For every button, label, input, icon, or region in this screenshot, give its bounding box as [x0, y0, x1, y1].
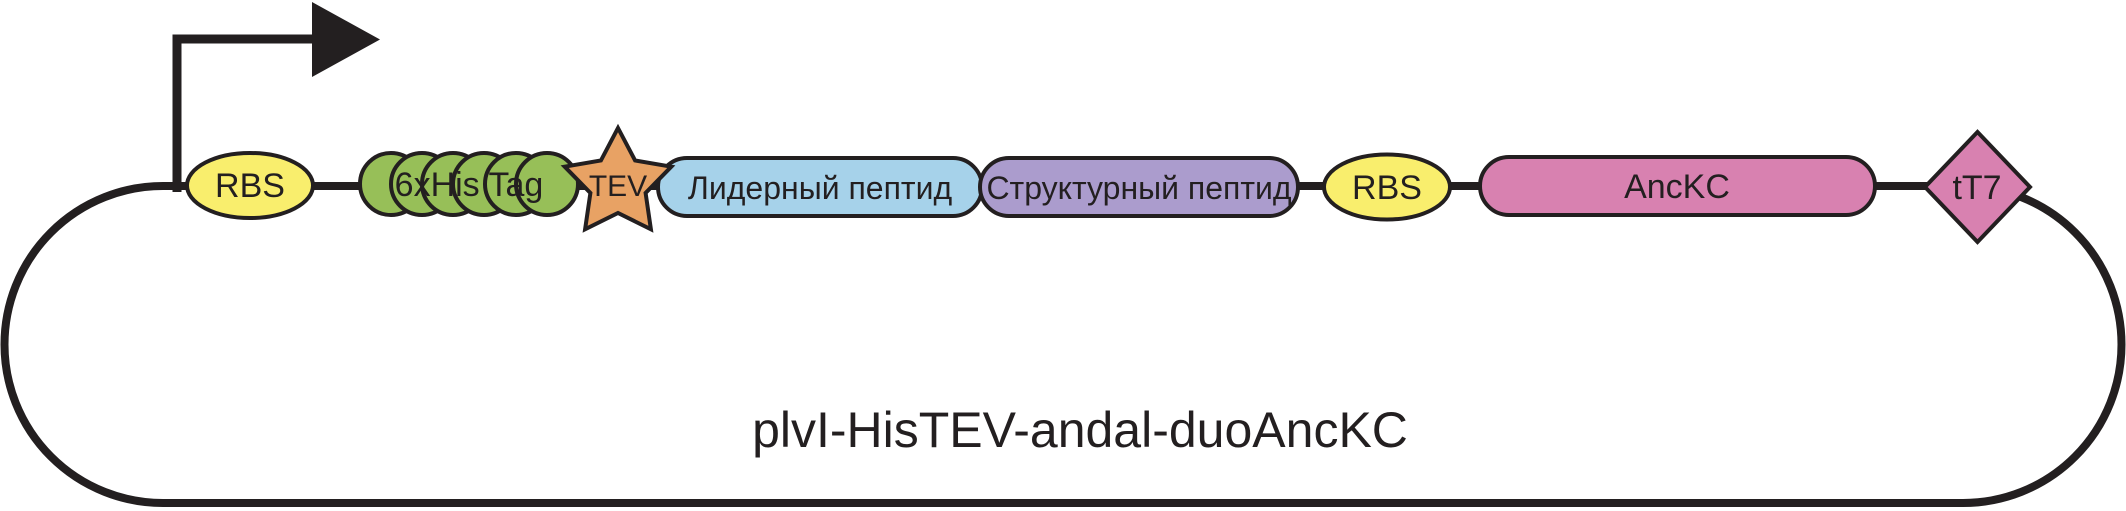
his-tag-bead [514, 151, 580, 217]
his-tag-element [358, 151, 580, 217]
rbs1-label: RBS [215, 167, 285, 205]
rbs2-label: RBS [1352, 169, 1422, 207]
rbs2-element [1322, 152, 1452, 222]
anckc-label: AncKC [1624, 168, 1730, 206]
his-tag-label: 6xHis Tag [395, 166, 544, 204]
promoter-arrow-line [172, 34, 314, 192]
promoter-arrow-icon [172, 2, 380, 192]
tt7-label: tT7 [1952, 169, 2001, 207]
tev-site-element [560, 123, 676, 233]
tev-label: TEV [589, 170, 647, 203]
plasmid-title: plvI-HisTEV-andal-duoAncKC [752, 402, 1408, 458]
promoter-arrow-head [312, 2, 380, 77]
tt7-terminator-element [1922, 129, 2033, 245]
structural-peptide-label: Структурный пептид [986, 170, 1291, 206]
rbs1-element [185, 151, 315, 220]
structural-peptide-element [978, 156, 1300, 218]
leader-peptide-label: Лидерный пептид [688, 170, 953, 206]
anckc-gene-element [1478, 155, 1877, 217]
